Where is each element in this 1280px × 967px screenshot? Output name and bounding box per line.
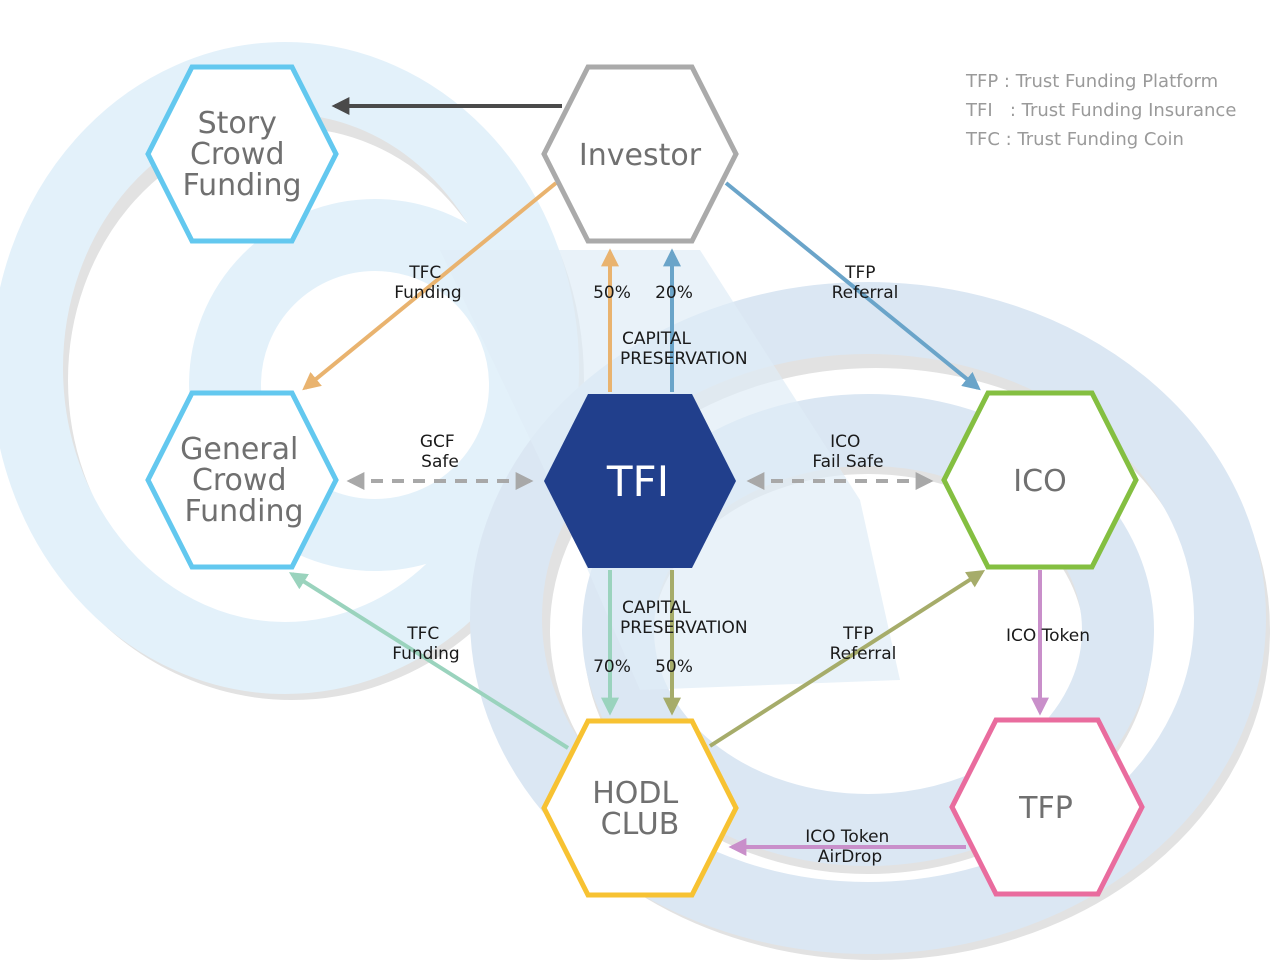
node-label-tfi: TFI — [606, 457, 669, 506]
label-tfp-referral-top: TFP Referral — [832, 263, 899, 303]
node-tfi[interactable]: TFI — [544, 394, 736, 568]
hexagon-investor — [541, 64, 739, 244]
edge-investor-to-ico — [724, 181, 981, 391]
node-ico[interactable]: ICO — [941, 390, 1139, 570]
edge-hodl-to-general — [288, 572, 570, 750]
hexagon-story — [145, 64, 339, 244]
legend: TFP : Trust Funding Platform TFI : Trust… — [965, 71, 1236, 150]
hexagon-hodl — [541, 718, 739, 898]
label-capital-preservation-top: CAPITAL PRESERVATION — [620, 329, 748, 369]
edges — [288, 97, 1049, 856]
edge-hodl-to-ico — [708, 570, 986, 748]
node-label-story: Story Crowd Funding — [182, 106, 301, 203]
node-label-tfp: TFP — [1018, 791, 1073, 826]
label-tfc-funding-top: TFC Funding — [394, 263, 461, 303]
nodes: Story Crowd Funding Investor General Cro… — [145, 64, 1145, 898]
label-ico-fail-safe: ICO Fail Safe — [812, 432, 883, 472]
label-pct-70-bottom: 70% — [593, 657, 631, 677]
node-label-investor: Investor — [579, 138, 702, 173]
edge-investor-to-general — [302, 181, 558, 391]
hexagon-ico — [941, 390, 1139, 570]
label-ico-token: ICO Token — [1006, 626, 1090, 646]
legend-tfp: TFP : Trust Funding Platform — [965, 71, 1218, 92]
node-label-hodl: HODL CLUB — [592, 776, 688, 842]
node-label-general: General Crowd Funding — [180, 432, 308, 529]
label-ico-token-airdrop: ICO Token AirDrop — [805, 827, 894, 867]
label-capital-preservation-bottom: CAPITAL PRESERVATION — [620, 598, 748, 638]
node-tfp[interactable]: TFP — [949, 717, 1145, 897]
edge-labels: TFC Funding 50% 20% CAPITAL PRESERVATION… — [392, 263, 1090, 867]
background-rings — [0, 42, 1270, 960]
label-pct-50-bottom: 50% — [655, 657, 693, 677]
node-investor[interactable]: Investor — [541, 64, 739, 244]
hexagon-tfp — [949, 717, 1145, 897]
label-pct-20-top: 20% — [655, 283, 693, 303]
label-pct-50-top: 50% — [593, 283, 631, 303]
legend-tfc: TFC : Trust Funding Coin — [965, 129, 1184, 150]
legend-tfi: TFI : Trust Funding Insurance — [965, 100, 1236, 121]
hexagon-general — [145, 390, 339, 570]
node-label-ico: ICO — [1013, 464, 1066, 499]
label-tfc-funding-bottom: TFC Funding — [392, 624, 459, 664]
label-tfp-referral-bottom: TFP Referral — [830, 624, 897, 664]
node-hodl-club[interactable]: HODL CLUB — [541, 718, 739, 898]
node-story-crowd-funding[interactable]: Story Crowd Funding — [145, 64, 339, 244]
hexagon-tfi — [544, 394, 736, 568]
label-gcf-safe: GCF Safe — [420, 432, 460, 472]
node-general-crowd-funding[interactable]: General Crowd Funding — [145, 390, 339, 570]
